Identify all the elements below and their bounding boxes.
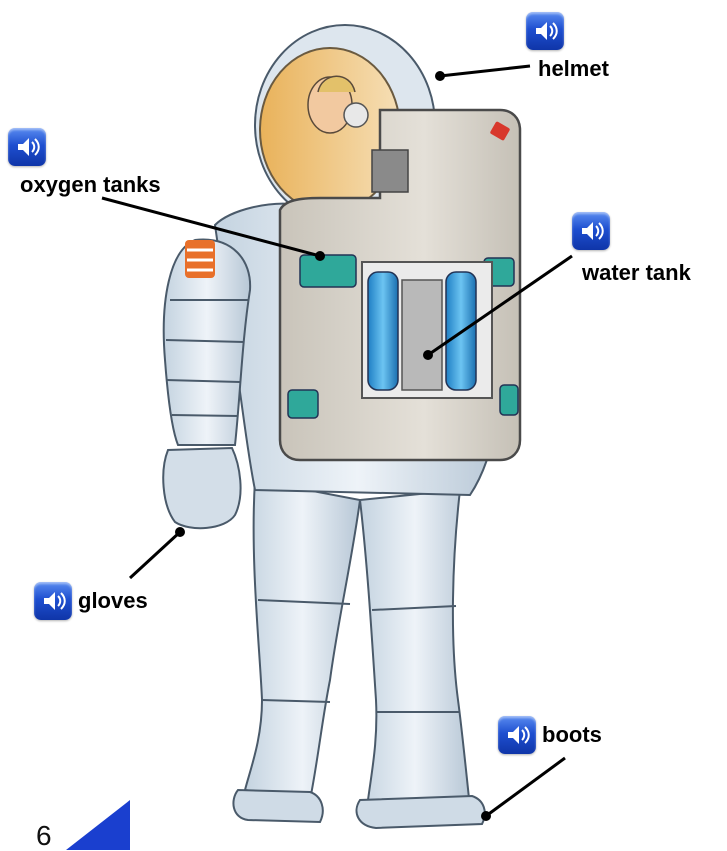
speaker-icon <box>8 128 46 166</box>
water-tank-label: water tank <box>582 262 691 284</box>
boots-audio-button[interactable] <box>498 716 536 754</box>
oxygen-tanks-label: oxygen tanks <box>20 174 161 196</box>
speaker-icon <box>34 582 72 620</box>
suit-arm <box>163 240 250 529</box>
speaker-icon <box>498 716 536 754</box>
page-number: 6 <box>36 822 52 850</box>
gloves-label: gloves <box>78 590 148 612</box>
oxygen-tanks-audio-button[interactable] <box>8 128 46 166</box>
helmet-label: helmet <box>538 58 609 80</box>
speaker-icon <box>526 12 564 50</box>
helmet-audio-button[interactable] <box>526 12 564 50</box>
flag-patch <box>185 240 215 278</box>
boots-label: boots <box>542 724 602 746</box>
water-tank-audio-button[interactable] <box>572 212 610 250</box>
gloves-audio-button[interactable] <box>34 582 72 620</box>
speaker-icon <box>572 212 610 250</box>
page-corner-triangle <box>66 800 130 850</box>
suit-legs <box>233 480 484 828</box>
